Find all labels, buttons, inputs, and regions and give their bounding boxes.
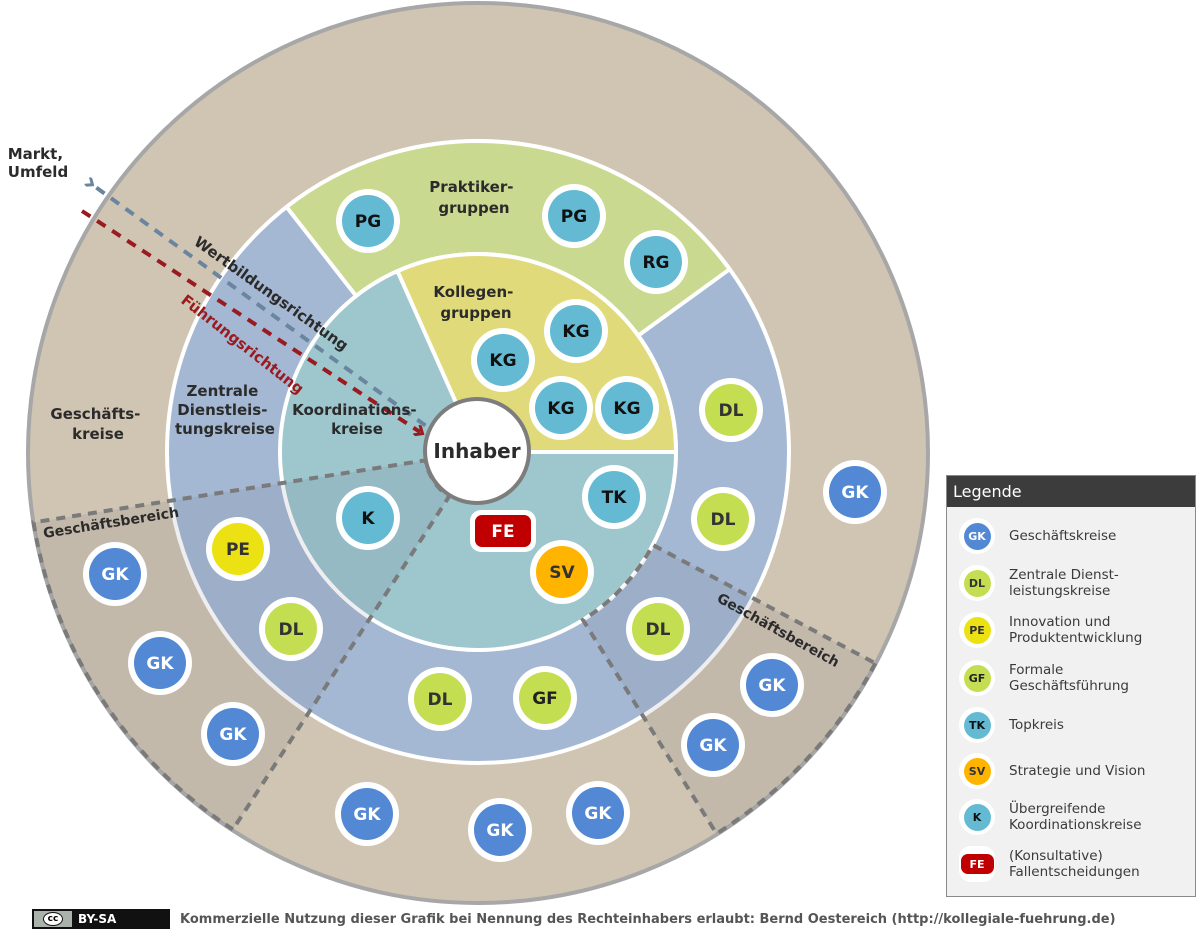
legend-badge-icon: SV — [959, 753, 995, 789]
legend-item-label: Formale Geschäftsführung — [1009, 662, 1129, 694]
legend-badge-icon: K — [959, 799, 995, 835]
badge-label: GK — [219, 725, 247, 745]
badge-gk: GK — [823, 460, 887, 524]
badge-gk: GK — [128, 631, 192, 695]
badge-label: DL — [428, 690, 453, 710]
badge-fe: FE — [470, 510, 536, 552]
praktikergruppen-label: Praktiker- gruppen — [429, 178, 518, 217]
badge-kg: KG — [544, 299, 608, 363]
badge-gk: GK — [740, 653, 804, 717]
legend-item-sv: SV Strategie und Vision — [959, 751, 1145, 791]
badge-label: DL — [646, 620, 671, 640]
copyright-note: Kommerzielle Nutzung dieser Grafik bei N… — [180, 911, 1116, 927]
badge-label: GK — [146, 654, 174, 674]
badge-label: PE — [226, 540, 250, 560]
badge-gk: GK — [335, 782, 399, 846]
cc-license-badge[interactable]: cc BY-SA — [32, 909, 170, 929]
badge-label: DL — [279, 620, 304, 640]
legend-item-pe: PE Innovation und Produktentwicklung — [959, 610, 1142, 650]
badge-label: DL — [711, 510, 736, 530]
footer: cc BY-SA Kommerzielle Nutzung dieser Gra… — [32, 908, 1116, 930]
koordination-label: Koordinations- kreise — [292, 401, 422, 438]
badge-gk: GK — [468, 798, 532, 862]
badge-label: TK — [602, 488, 628, 508]
badge-label: GF — [532, 689, 558, 709]
badge-label: PG — [355, 212, 381, 232]
legend-item-label: Geschäftskreise — [1009, 528, 1117, 544]
badge-label: K — [361, 509, 375, 529]
legend-item-label: Übergreifende Koordinationskreise — [1009, 801, 1142, 833]
badge-label: FE — [491, 522, 514, 542]
legend-item-fe: FE (Konsultative) Fallentscheidungen — [959, 844, 1140, 884]
legend-title: Legende — [947, 476, 1195, 507]
legend-item-label: Innovation und Produktentwicklung — [1009, 614, 1143, 646]
legend-badge-icon: GF — [959, 660, 995, 696]
badge-label: GK — [584, 804, 612, 824]
badge-sv: SV — [530, 540, 594, 604]
badge-pg: PG — [336, 189, 400, 253]
legend-item-gk: GK Geschäftskreise — [959, 516, 1116, 556]
dienstleistung-label: Zentrale Dienstleis- tungskreise — [175, 382, 275, 438]
legend-item-label: (Konsultative) Fallentscheidungen — [1009, 848, 1140, 880]
badge-dl: DL — [259, 597, 323, 661]
cc-icon: cc — [34, 911, 72, 927]
badge-gk: GK — [566, 781, 630, 845]
badge-pe: PE — [206, 517, 270, 581]
badge-label: KG — [613, 399, 640, 419]
inhaber-circle — [423, 397, 531, 505]
badge-dl: DL — [408, 667, 472, 731]
badge-dl: DL — [699, 378, 763, 442]
badge-gk: GK — [83, 542, 147, 606]
organization-diagram: Inhaber Markt, Umfeld Geschäfts- kreise … — [8, 1, 930, 905]
badge-label: KG — [489, 351, 516, 371]
badge-dl: DL — [691, 487, 755, 551]
badge-label: GK — [486, 821, 514, 841]
legend-item-tk: TK Topkreis — [959, 705, 1064, 745]
badge-label: GK — [841, 483, 869, 503]
legend-item-label: Topkreis — [1009, 717, 1064, 733]
legend-badge-icon: DL — [959, 565, 995, 601]
license-label: BY-SA — [78, 912, 117, 926]
badge-label: KG — [562, 322, 589, 342]
legend-item-label: Strategie und Vision — [1009, 763, 1146, 779]
badge-k: K — [336, 486, 400, 550]
legend-item-k: K Übergreifende Koordinationskreise — [959, 797, 1142, 837]
legend-item-dl: DL Zentrale Dienst- leistungskreise — [959, 563, 1119, 603]
badge-label: SV — [549, 563, 575, 583]
badge-label: GK — [353, 805, 381, 825]
badge-kg: KG — [471, 328, 535, 392]
badge-label: GK — [758, 676, 786, 696]
badge-label: GK — [101, 565, 129, 585]
badge-label: GK — [699, 736, 727, 756]
legend-item-gf: GF Formale Geschäftsführung — [959, 658, 1129, 698]
badge-gf: GF — [513, 666, 577, 730]
legend-badge-icon: GK — [959, 518, 995, 554]
inhaber-label: Inhaber — [433, 439, 520, 463]
kollegengruppen-label: Kollegen- gruppen — [433, 283, 518, 322]
badge-gk: GK — [681, 713, 745, 777]
legend-badge-icon: TK — [959, 707, 995, 743]
badge-label: DL — [719, 401, 744, 421]
legend-item-label: Zentrale Dienst- leistungskreise — [1009, 567, 1119, 599]
badge-dl: DL — [626, 597, 690, 661]
badge-label: PG — [561, 207, 587, 227]
geschaeftskreise-label: Geschäfts- kreise — [50, 405, 145, 443]
legend-badge-icon: FE — [959, 846, 995, 882]
badge-kg: KG — [595, 376, 659, 440]
badge-pg: PG — [542, 184, 606, 248]
badge-label: RG — [642, 253, 669, 273]
markt-umfeld-label: Markt, Umfeld — [8, 145, 69, 181]
badge-label: KG — [547, 399, 574, 419]
badge-gk: GK — [201, 702, 265, 766]
circle-badges: PG PG RG KG KG KG KG DL DL DL DL GF DL PE K TK SV FE GK GK G… — [83, 184, 887, 862]
badge-rg: RG — [624, 230, 688, 294]
legend-badge-icon: PE — [959, 612, 995, 648]
badge-tk: TK — [582, 465, 646, 529]
fuehrung-arrow — [80, 209, 420, 432]
badge-kg: KG — [529, 376, 593, 440]
